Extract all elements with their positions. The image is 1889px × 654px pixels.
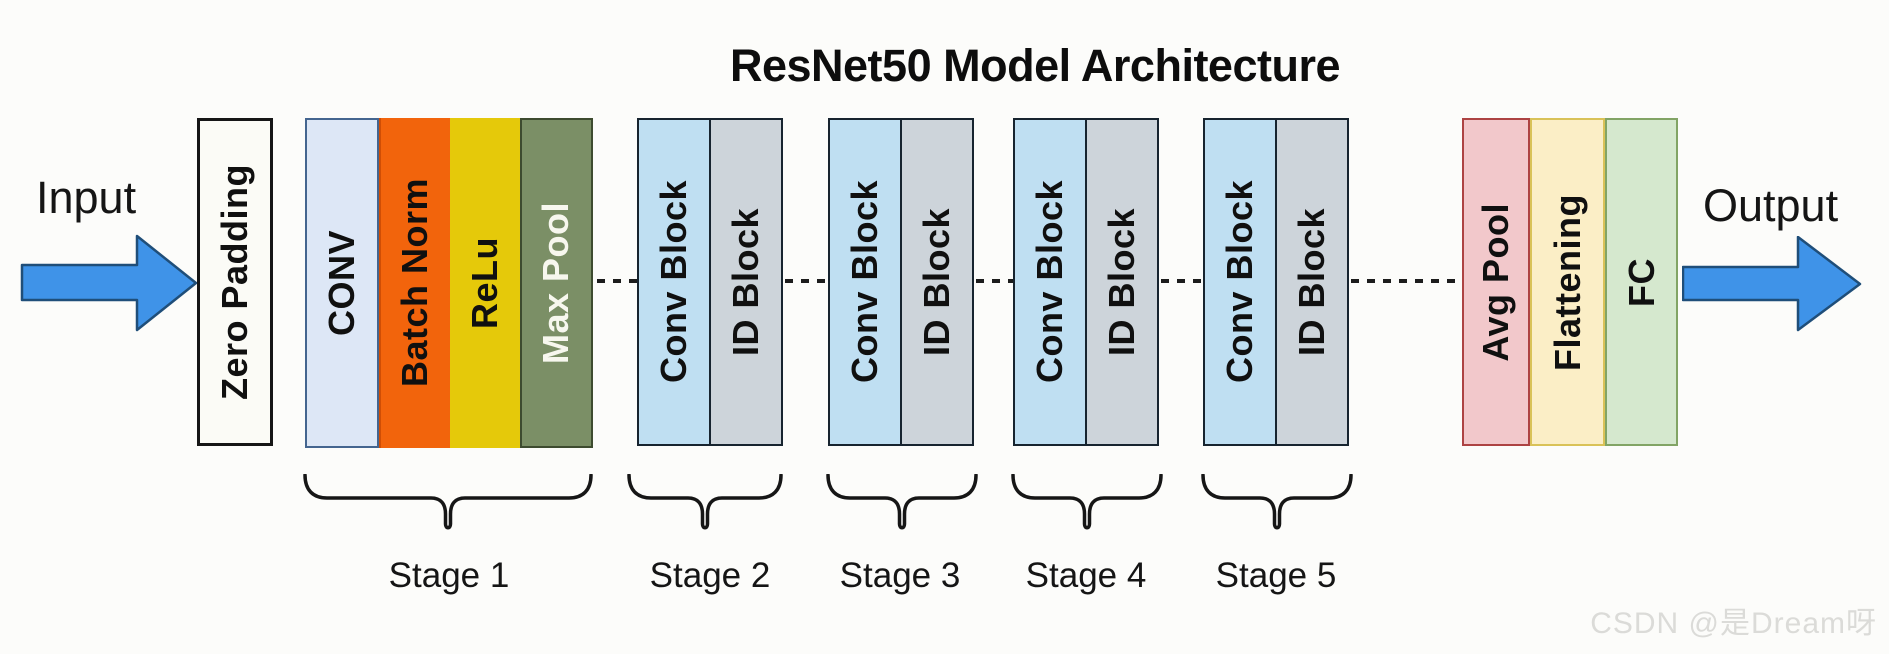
stage4-group: Conv Block ID Block: [1013, 118, 1159, 446]
block-conv: CONV: [305, 118, 379, 448]
block-id-block-stage5: ID Block: [1275, 120, 1347, 444]
block-label: Flattening: [1546, 193, 1588, 371]
block-conv-block-stage2: Conv Block: [639, 120, 709, 444]
output-label: Output: [1703, 180, 1839, 231]
block-label: ReLu: [463, 237, 505, 329]
block-id-block-stage2: ID Block: [709, 120, 781, 444]
block-label: ID Block: [1291, 207, 1332, 357]
block-label: Zero Padding: [214, 163, 255, 400]
block-zero-padding: Zero Padding: [197, 118, 273, 446]
block-label: FC: [1620, 257, 1662, 307]
diagram-title: ResNet50 Model Architecture: [729, 40, 1341, 91]
stage5-group: Conv Block ID Block: [1203, 118, 1349, 446]
block-conv-block-stage4: Conv Block: [1015, 120, 1085, 444]
block-avg-pool: Avg Pool: [1462, 118, 1530, 446]
stage4-brace: [1011, 474, 1163, 530]
block-relu: ReLu: [450, 118, 520, 448]
block-label: CONV: [320, 229, 362, 336]
stage2-group: Conv Block ID Block: [637, 118, 783, 446]
block-label: Avg Pool: [1475, 202, 1516, 362]
block-fc: FC: [1605, 118, 1678, 446]
block-batch-norm: Batch Norm: [378, 118, 450, 448]
stage1-group: CONV Batch Norm ReLu Max Pool: [305, 118, 593, 448]
stage-caption: Stage 2: [649, 556, 771, 595]
block-conv-block-stage5: Conv Block: [1205, 120, 1275, 444]
block-label: Max Pool: [535, 201, 577, 365]
block-label: Conv Block: [1029, 180, 1070, 384]
block-id-block-stage3: ID Block: [900, 120, 972, 444]
dashed-connector: [1351, 279, 1460, 283]
stage1-brace: [303, 474, 593, 530]
block-conv-block-stage3: Conv Block: [830, 120, 900, 444]
block-label: ID Block: [916, 207, 957, 357]
block-label: Conv Block: [1219, 180, 1260, 384]
input-label: Input: [36, 172, 137, 223]
block-flattening: Flattening: [1530, 118, 1605, 446]
stage5-brace: [1201, 474, 1353, 530]
stage3-group: Conv Block ID Block: [828, 118, 974, 446]
block-label: Conv Block: [653, 180, 694, 384]
stage-caption: Stage 1: [388, 556, 510, 595]
stage-caption: Stage 3: [839, 556, 961, 595]
block-label: ID Block: [725, 207, 766, 357]
dashed-connector: [597, 279, 637, 283]
block-label: Batch Norm: [394, 178, 436, 388]
stage-caption: Stage 5: [1215, 556, 1337, 595]
stage-caption: Stage 4: [1025, 556, 1147, 595]
block-id-block-stage4: ID Block: [1085, 120, 1157, 444]
block-label: Conv Block: [844, 180, 885, 384]
block-label: ID Block: [1101, 207, 1142, 357]
dashed-connector: [1161, 279, 1201, 283]
dashed-connector: [976, 279, 1013, 283]
dashed-connector: [785, 279, 826, 283]
input-arrow-icon: [20, 234, 198, 332]
watermark-text: CSDN @是Dream呀: [1590, 607, 1877, 640]
stage2-brace: [627, 474, 783, 530]
block-max-pool: Max Pool: [519, 118, 593, 448]
stage3-brace: [826, 474, 978, 530]
output-arrow-icon: [1682, 236, 1862, 332]
